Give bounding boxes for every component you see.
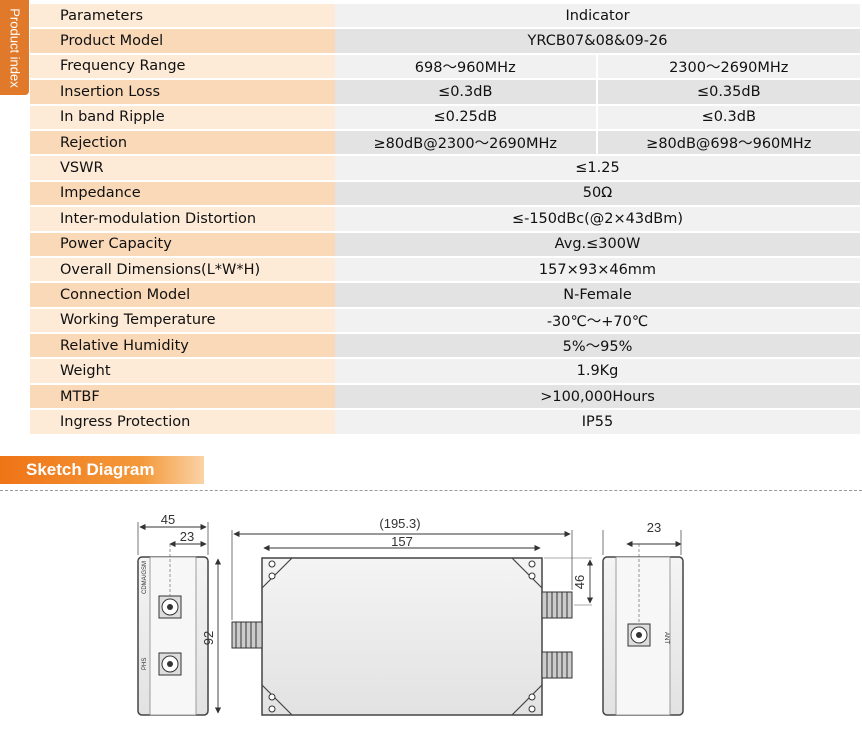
dim-92: 92 [201,631,216,645]
product-index-label: Product index [7,8,22,88]
parameter-label: In band Ripple [30,105,335,129]
header-value: Indicator [335,4,860,28]
dim-195-3: (195.3) [379,516,420,531]
port-label-phs: PHS [142,658,148,670]
table-row: Working Temperature-30℃～+70℃ [30,308,860,333]
left-side-view: CDMA/GSM PHS 45 23 92 [137,512,222,716]
section-divider [0,490,862,491]
dim-157: 157 [391,534,413,549]
indicator-value: 5%～95% [335,334,860,358]
connector-icon [158,595,182,619]
parameter-label: Ingress Protection [30,410,335,434]
table-row: Inter-modulation Distortion≤-150dBc(@2×4… [30,207,860,231]
parameter-label: Product Model [30,29,335,53]
indicator-value-high-band: ≤0.35dB [597,80,860,104]
sketch-diagram-header: Sketch Diagram [0,456,204,484]
parameter-label: Impedance [30,181,335,206]
indicator-value: >100,000Hours [335,384,860,409]
port-label-cdma: CDMA/GSM [142,561,148,594]
indicator-value: 157×93×46mm [335,257,860,282]
parameter-label: Rejection [30,130,335,155]
parameter-label: MTBF [30,384,335,409]
port-label-ant: ANT [663,632,669,644]
parameter-label: Frequency Range [30,54,335,79]
indicator-value-low-band: ≤0.3dB [335,80,598,104]
indicator-value: N-Female [335,283,860,307]
sketch-diagram: CDMA/GSM PHS 45 23 92 [137,512,684,716]
dim-46: 46 [572,575,587,589]
parameter-label: Power Capacity [30,232,335,256]
indicator-value: 1.9Kg [335,359,860,383]
connector-icon [627,623,651,647]
indicator-value-high-band: ≤0.3dB [597,105,860,129]
parameter-label: Connection Model [30,283,335,307]
parameter-label: Weight [30,359,335,383]
table-row: Insertion Loss≤0.3dB≤0.35dB [30,80,860,104]
parameter-label: Relative Humidity [30,334,335,358]
parameter-label: Working Temperature [30,308,335,333]
table-row: Overall Dimensions(L*W*H)157×93×46mm [30,257,860,282]
header-param: Parameters [30,4,335,28]
indicator-value: ≤1.25 [335,156,860,180]
right-side-view: ANT 23 [602,520,684,716]
sketch-diagram-title: Sketch Diagram [26,460,155,479]
indicator-value-high-band: 2300～2690MHz [597,54,860,79]
dim-45: 45 [161,512,175,527]
dim-23-left: 23 [180,529,194,544]
parameter-label: Insertion Loss [30,80,335,104]
table-row: Rejection≥80dB@2300～2690MHz≥80dB@698～960… [30,130,860,155]
indicator-value: YRCB07&08&09-26 [335,29,860,53]
connector-icon [541,591,573,619]
dim-23-right: 23 [647,520,661,535]
main-body-view: (195.3) 157 46 [231,516,594,716]
indicator-value-low-band: ≤0.25dB [335,105,598,129]
parameter-label: Inter-modulation Distortion [30,207,335,231]
table-row: In band Ripple≤0.25dB≤0.3dB [30,105,860,129]
connector-icon [541,651,573,679]
indicator-value: IP55 [335,410,860,434]
table-row: MTBF>100,000Hours [30,384,860,409]
connector-icon [158,652,182,676]
indicator-value: 50Ω [335,181,860,206]
parameter-label: VSWR [30,156,335,180]
table-header-row: Parameters Indicator [30,4,860,28]
product-index-tab[interactable]: Product index [0,0,29,95]
indicator-value-high-band: ≥80dB@698～960MHz [597,130,860,155]
indicator-value: ≤-150dBc(@2×43dBm) [335,207,860,231]
indicator-value-low-band: ≥80dB@2300～2690MHz [335,130,598,155]
indicator-value: -30℃～+70℃ [335,308,860,333]
indicator-value-low-band: 698～960MHz [335,54,598,79]
table-row: VSWR≤1.25 [30,156,860,180]
parameter-label: Overall Dimensions(L*W*H) [30,257,335,282]
connector-icon [231,621,263,649]
indicator-value: Avg.≤300W [335,232,860,256]
